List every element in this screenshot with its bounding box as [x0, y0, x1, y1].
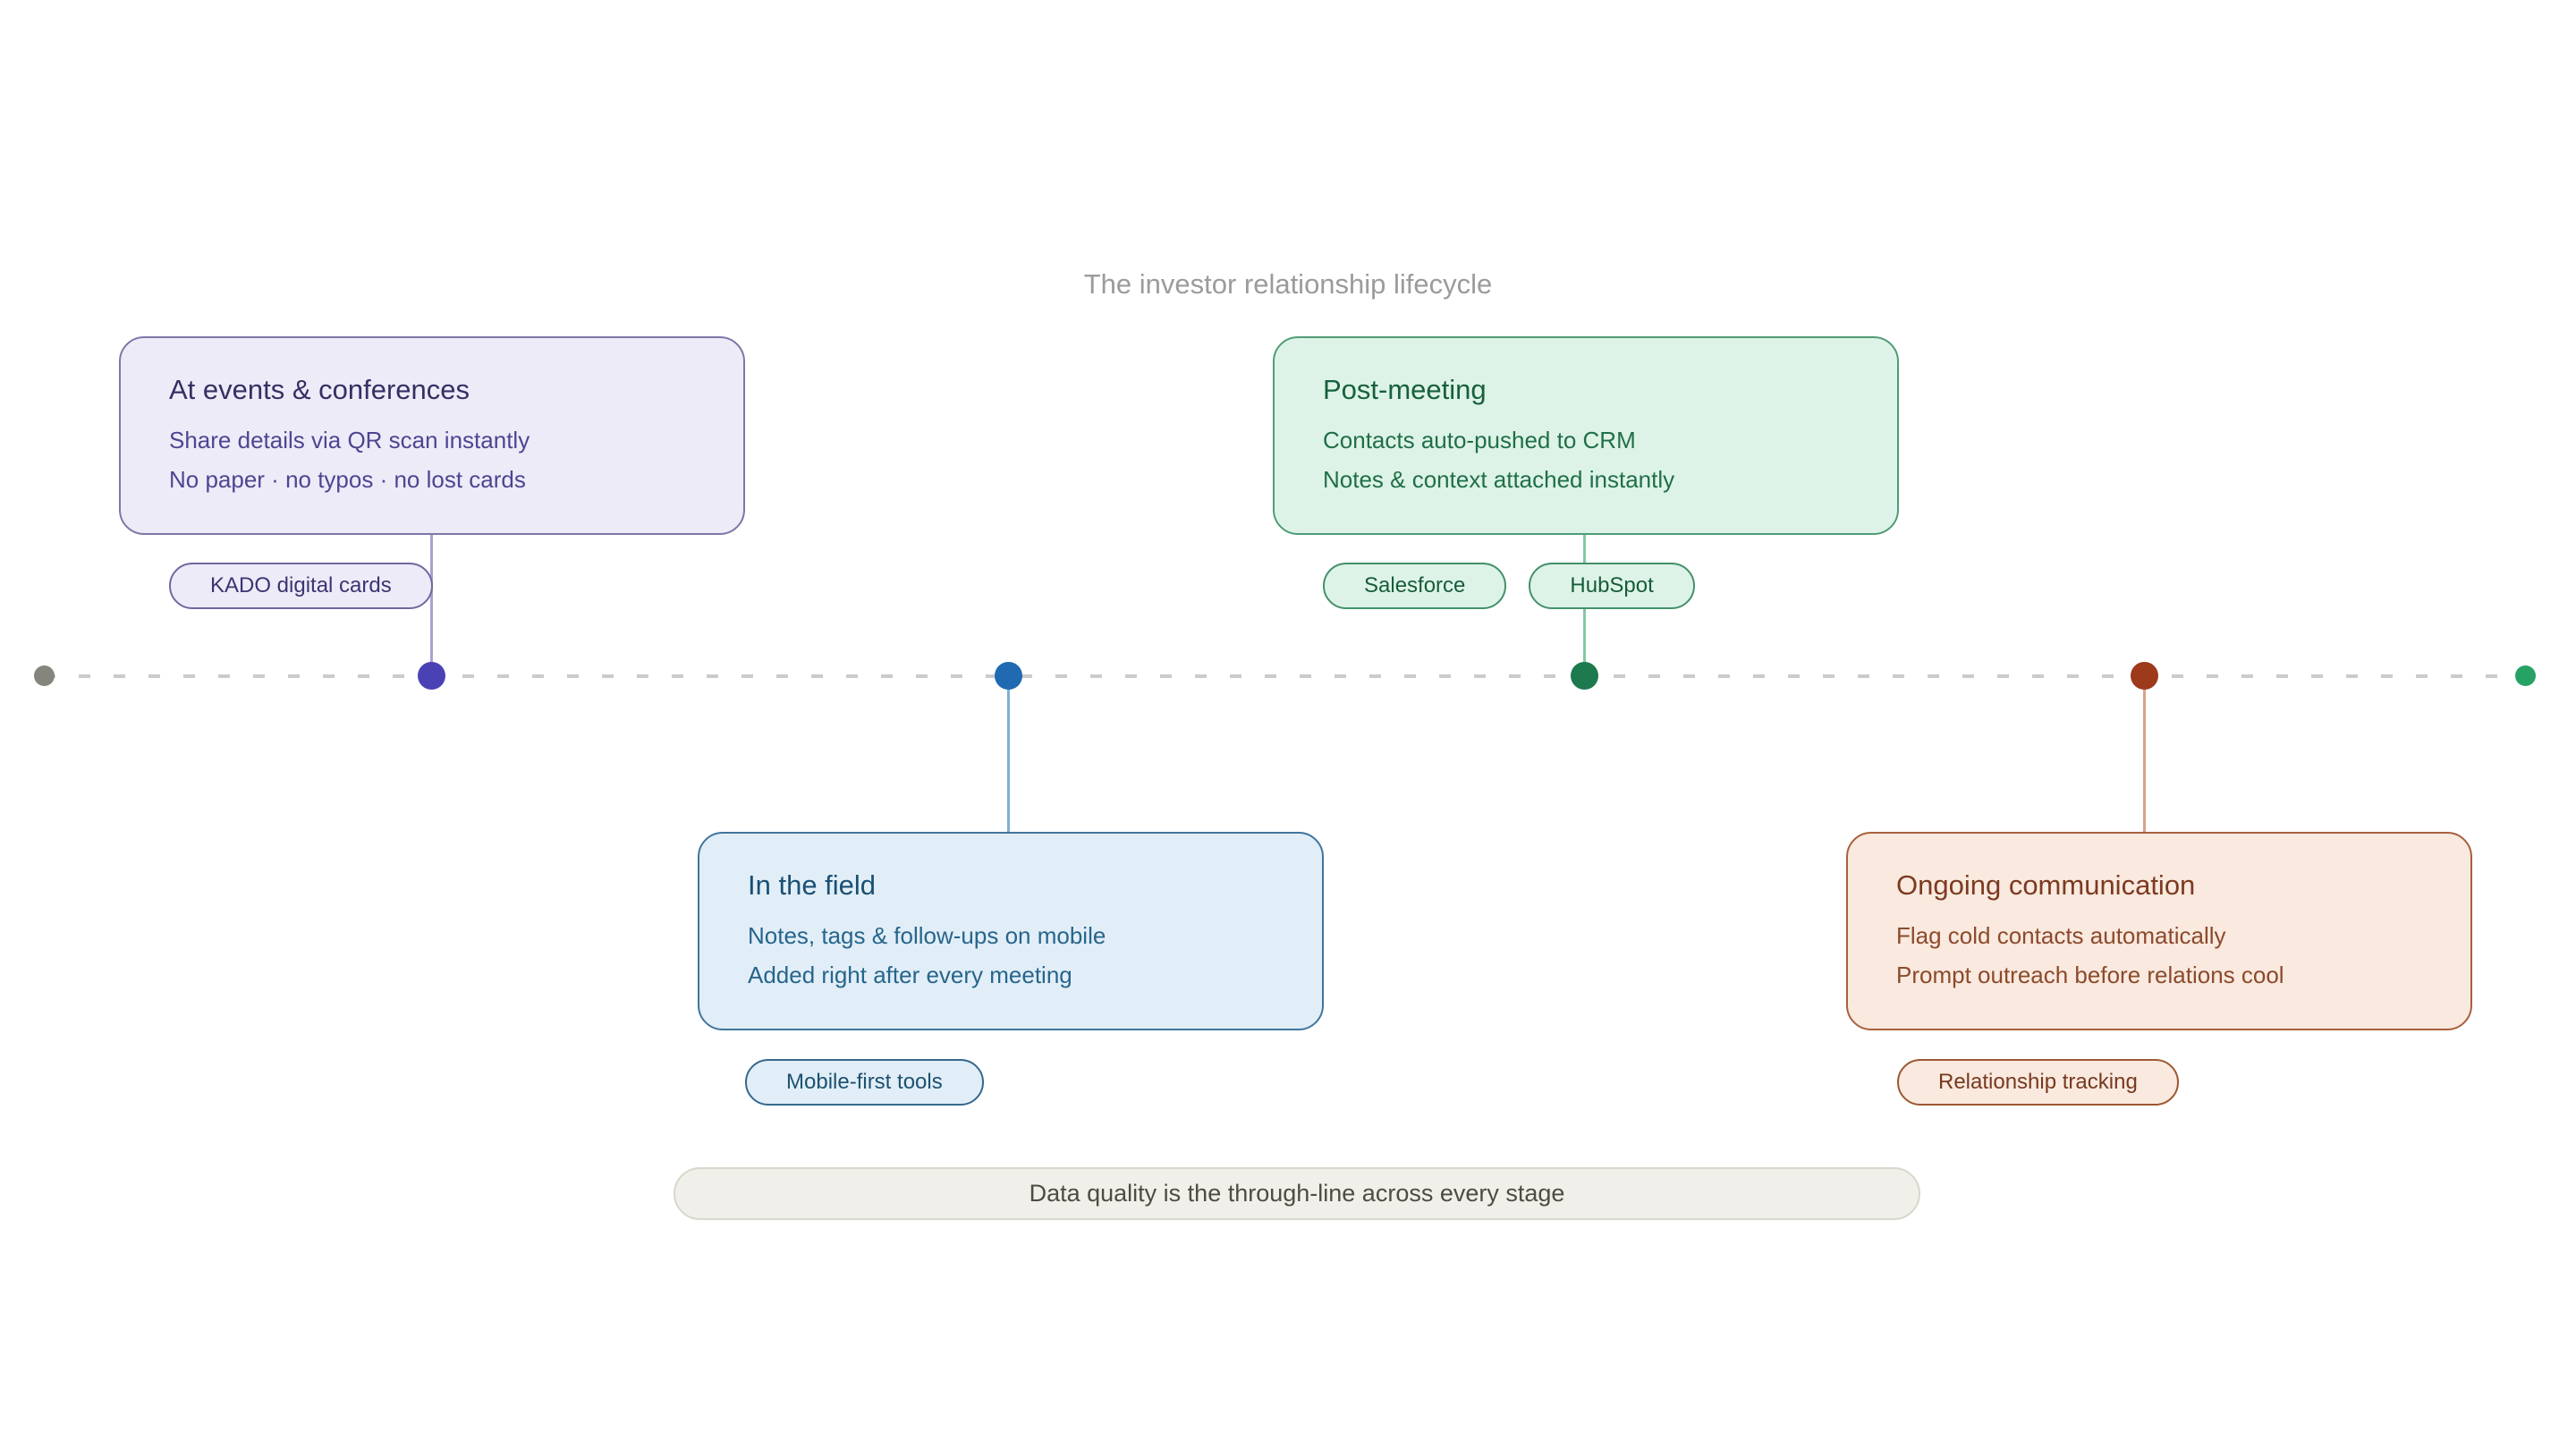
stage-post-meeting-card: Post-meeting Contacts auto-pushed to CRM… — [1273, 336, 1899, 535]
stage-post-meeting-line-1: Contacts auto-pushed to CRM — [1323, 427, 1636, 453]
stage-field-title: In the field — [748, 869, 877, 901]
stage-field-dot — [995, 662, 1022, 690]
stage-ongoing-line-2: Prompt outreach before relations cool — [1896, 962, 2284, 988]
stage-ongoing-title: Ongoing communication — [1896, 869, 2196, 901]
stage-field-line-2: Added right after every meeting — [748, 962, 1072, 988]
stage-events-line-1: Share details via QR scan instantly — [169, 427, 530, 453]
stage-post-meeting-line-2: Notes & context attached instantly — [1323, 466, 1675, 493]
stage-field-line-1: Notes, tags & follow-ups on mobile — [748, 922, 1106, 949]
stage-ongoing-line-1: Flag cold contacts automatically — [1896, 922, 2226, 949]
timeline-start-dot — [34, 665, 55, 686]
stage-post-meeting-title: Post-meeting — [1323, 374, 1487, 405]
stage-ongoing-dot — [2131, 662, 2158, 690]
stage-ongoing-pill-tracking: Relationship tracking — [1897, 1059, 2179, 1106]
stage-post-meeting-dot — [1571, 662, 1598, 690]
stage-field-connector — [1007, 676, 1010, 832]
stage-events-connector — [430, 535, 433, 676]
stage-post-meeting-pills: Salesforce HubSpot — [1323, 563, 1695, 609]
stage-events-dot — [418, 662, 445, 690]
stage-events-line-2: No paper · no typos · no lost cards — [169, 466, 526, 493]
footer-banner: Data quality is the through-line across … — [674, 1167, 1920, 1220]
stage-ongoing-connector — [2143, 676, 2146, 832]
timeline-track — [44, 674, 2527, 678]
stage-ongoing-card: Ongoing communication Flag cold contacts… — [1846, 832, 2472, 1030]
stage-field-pill-mobile: Mobile-first tools — [745, 1059, 984, 1106]
stage-field-card: In the field Notes, tags & follow-ups on… — [698, 832, 1324, 1030]
diagram-title: The investor relationship lifecycle — [1083, 268, 1493, 300]
stage-events-title: At events & conferences — [169, 374, 470, 405]
stage-ongoing-pills: Relationship tracking — [1897, 1059, 2179, 1106]
stage-field-pills: Mobile-first tools — [745, 1059, 984, 1106]
stage-post-meeting-pill-salesforce: Salesforce — [1323, 563, 1507, 609]
stage-events-pill-kado: KADO digital cards — [169, 563, 433, 609]
stage-events-card: At events & conferences Share details vi… — [119, 336, 745, 535]
stage-events-pills: KADO digital cards — [169, 563, 433, 609]
timeline-end-dot — [2515, 665, 2536, 686]
stage-post-meeting-pill-hubspot: HubSpot — [1529, 563, 1695, 609]
